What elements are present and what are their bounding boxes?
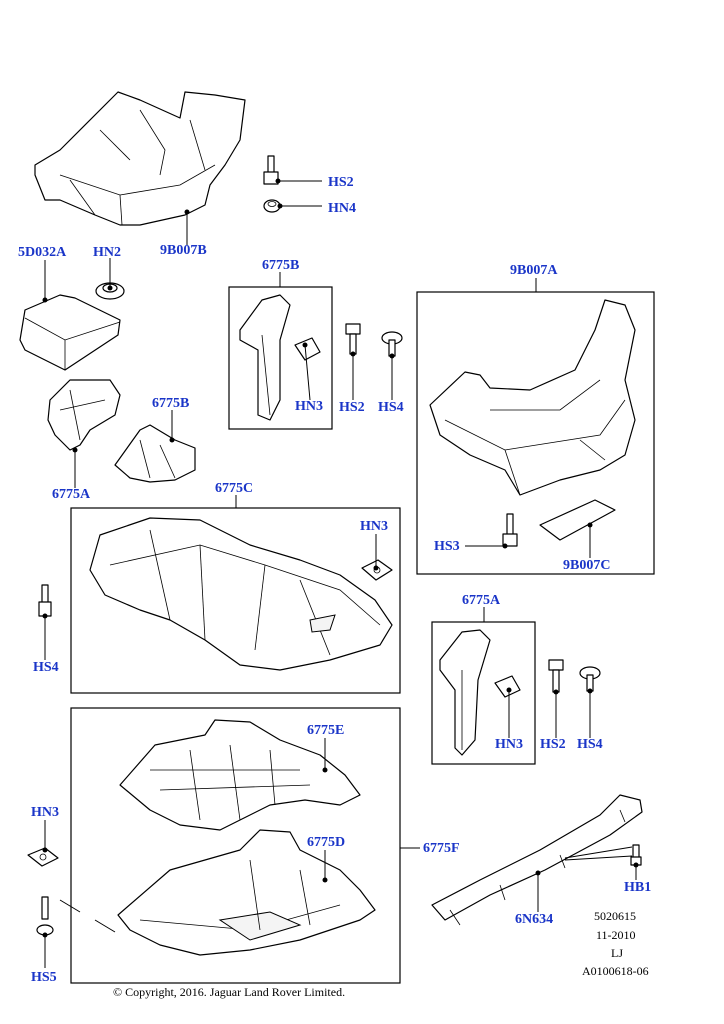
reference-illustration-number: A0100618-06 (582, 964, 649, 978)
callout-6775d[interactable]: 6775D (307, 835, 346, 850)
leader-dots (42, 178, 639, 938)
callout-hn3-a[interactable]: HN3 (495, 737, 523, 752)
callout-6775a-box[interactable]: 6775A (462, 593, 501, 608)
sump-guard-9b007a-illustration (429, 299, 636, 496)
copyright-notice: © Copyright, 2016. Jaguar Land Rover Lim… (113, 985, 346, 999)
callout-9b007c[interactable]: 9B007C (563, 558, 611, 573)
callout-5d032a[interactable]: 5D032A (18, 245, 67, 260)
callout-hn3-b[interactable]: HN3 (295, 399, 323, 414)
callout-6n634[interactable]: 6N634 (515, 912, 554, 927)
nut-hn2-illustration (95, 282, 125, 300)
bolt-hs2-a-illustration (548, 659, 564, 693)
reference-date: 11-2010 (596, 928, 636, 942)
bolt-hs2-b-illustration (345, 323, 361, 355)
callout-hs5[interactable]: HS5 (31, 970, 57, 985)
bolt-hb1-illustration (630, 844, 642, 866)
undertray-6775c-illustration (89, 517, 393, 671)
callout-hs4-left[interactable]: HS4 (33, 660, 59, 675)
callout-6775c-box[interactable]: 6775C (215, 481, 254, 496)
undertray-6775e-illustration (119, 719, 361, 831)
cover-9b007c-illustration (539, 499, 616, 541)
reference-initials: LJ (611, 946, 623, 960)
callout-9b007b[interactable]: 9B007B (160, 243, 207, 258)
callout-hn3-c[interactable]: HN3 (360, 519, 388, 534)
callout-9b007a-box[interactable]: 9B007A (510, 263, 558, 278)
sump-guard-top-illustration (34, 91, 246, 226)
callout-hs3[interactable]: HS3 (434, 539, 460, 554)
callout-hs4-a[interactable]: HS4 (577, 737, 603, 752)
shield-6775b-left-illustration (114, 424, 196, 483)
callout-6775f[interactable]: 6775F (423, 841, 460, 856)
callout-6775b-box[interactable]: 6775B (262, 258, 300, 273)
callout-hs4-b[interactable]: HS4 (378, 400, 404, 415)
bolt-hs4-a-illustration (579, 666, 601, 692)
callout-hn4-top[interactable]: HN4 (328, 201, 356, 216)
clip-hn3-left-illustration (27, 847, 59, 867)
callout-hs2-top[interactable]: HS2 (328, 175, 354, 190)
callout-hn2[interactable]: HN2 (93, 245, 121, 260)
bracket-6775b-illustration (239, 294, 321, 421)
bracket-6775a-illustration (439, 629, 521, 756)
bracket-5d032a-illustration (19, 294, 121, 371)
shield-6775a-left-illustration (47, 379, 121, 451)
bolt-hs4-b-illustration (381, 331, 403, 357)
reference-code: 5020615 (594, 909, 636, 923)
callout-hn3-left[interactable]: HN3 (31, 805, 59, 820)
callout-6775a-left[interactable]: 6775A (52, 487, 91, 502)
callout-hb1[interactable]: HB1 (624, 880, 652, 895)
leader-lines (44, 180, 637, 968)
bolt-hs2-top-illustration (263, 155, 279, 185)
undertray-6775d-illustration (117, 829, 376, 956)
bolt-hs4-left-illustration (38, 584, 52, 617)
callout-hs2-a[interactable]: HS2 (540, 737, 566, 752)
bolt-hs3-illustration (502, 513, 518, 547)
box-6775f-frame (70, 707, 401, 984)
bolt-hs5-illustration (36, 896, 54, 936)
callout-6775e[interactable]: 6775E (307, 723, 345, 738)
callout-6775b-left[interactable]: 6775B (152, 396, 190, 411)
callout-hs2-b[interactable]: HS2 (339, 400, 365, 415)
crossmember-6n634-illustration (431, 794, 643, 926)
